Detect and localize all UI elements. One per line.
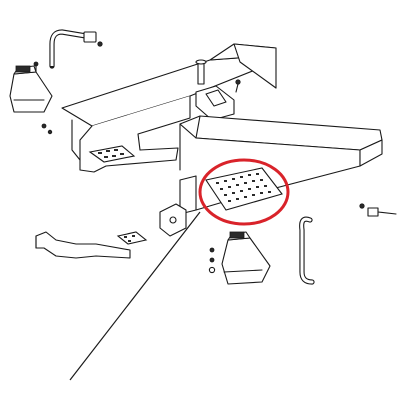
pivot-bracket	[159, 203, 187, 237]
small-step-plate	[116, 231, 148, 245]
left-handrail	[33, 29, 103, 75]
highlighted-step-tread	[198, 158, 290, 226]
right-side-rail	[179, 115, 383, 215]
pointer-line	[69, 211, 201, 381]
left-rubber-mount	[9, 65, 53, 113]
left-step-tread	[88, 145, 136, 163]
right-handrail	[299, 216, 315, 285]
highlight-circle	[198, 158, 290, 226]
center-mount-block	[195, 59, 241, 121]
front-bracket-arm	[35, 231, 131, 259]
bolt-right	[359, 203, 397, 217]
right-rubber-mount	[208, 231, 271, 285]
